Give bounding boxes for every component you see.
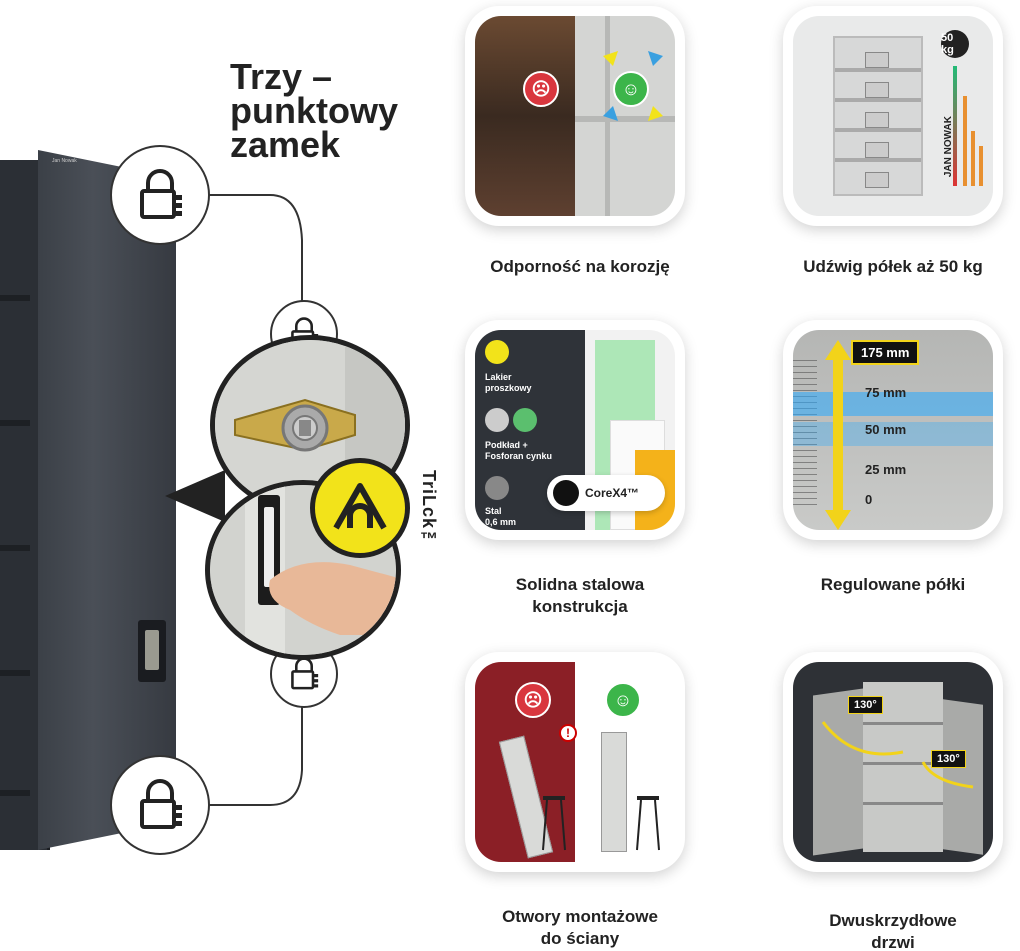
primer-icon (485, 408, 509, 432)
sad-face-icon: ☹ (515, 682, 551, 718)
load-bar (979, 146, 983, 186)
feature-card-load: 50 kg JAN NOWAK (783, 6, 1003, 226)
warning-icon: ! (559, 724, 577, 742)
cabinet-shelf (0, 420, 30, 426)
padlock-icon (140, 779, 182, 829)
angle-tag: 130° (848, 696, 883, 714)
load-bar (971, 131, 975, 186)
rusty-cabinet-side (475, 16, 575, 216)
caption-shelves: Regulowane półki (820, 575, 966, 594)
cabinet-shelf (0, 545, 30, 551)
cabinet-door: Jan Nowak (38, 150, 176, 850)
feature-card-doors: 130° 130° (783, 652, 1003, 872)
spray-icon (485, 340, 509, 364)
corex-badge: CoreX4™ (547, 475, 665, 511)
cabinet-with-weights (833, 36, 923, 196)
label-paint: Lakier proszkowy (485, 372, 532, 393)
happy-face-icon: ☺ (605, 682, 641, 718)
padlock-icon (291, 657, 319, 690)
shelf-height-band (793, 392, 993, 416)
stool-icon (542, 796, 566, 851)
corex-icon (553, 480, 579, 506)
stool-icon (636, 796, 660, 851)
feature-card-construction: Lakier proszkowy Podkład + Fosforan cynk… (465, 320, 685, 540)
steel-icon (485, 476, 509, 500)
height-label: 75 mm (865, 385, 907, 400)
stable-cabinet (601, 732, 627, 852)
weight-icon (865, 82, 889, 98)
label-steel: Stal 0,6 mm (485, 506, 517, 527)
happy-face-icon: ☺ (613, 71, 649, 107)
shelf-height-band (793, 422, 993, 446)
cabinet-shelf (0, 790, 30, 796)
cabinet-brand: Jan Nowak (52, 158, 77, 164)
lock-connector-line (170, 194, 303, 806)
sad-face-icon: ☹ (523, 71, 559, 107)
caption-doors: Dwuskrzydłowe drzwi (829, 911, 957, 951)
height-label: 50 mm (865, 422, 907, 437)
load-bar (963, 96, 967, 186)
trilock-badge (310, 458, 410, 558)
cabinet-lock-handle (138, 620, 166, 682)
lock-title: Trzy – punktowy zamek (230, 56, 420, 165)
swing-arrows-icon (821, 721, 974, 789)
callout-pointer (165, 470, 225, 522)
label-primer: Podkład + Fosforan cynku (485, 440, 553, 461)
weight-icon (865, 52, 889, 68)
title-line: punktowy (230, 90, 398, 131)
load-bar (953, 66, 957, 186)
caption-construction: Solidna stalowa konstrukcja (515, 575, 645, 616)
height-arrow-icon (825, 340, 851, 530)
caption-load: Udźwig półek aż 50 kg (803, 257, 983, 276)
brand-vertical: JAN NOWAK (943, 116, 954, 178)
corex-label: CoreX4™ (585, 486, 640, 500)
open-cabinet (863, 682, 943, 852)
trilock-label: TriLck™ (419, 470, 439, 551)
angle-tag: 130° (931, 750, 966, 768)
height-label: 0 (865, 492, 873, 507)
lock-point-top (110, 145, 210, 245)
caption-wallmount: Otwory montażowe do ściany (502, 907, 658, 948)
lock-point-bottom (110, 755, 210, 855)
weight-icon (865, 142, 889, 158)
feature-card-corrosion: ☹ ☺ (465, 6, 685, 226)
weight-icon (865, 112, 889, 128)
ruler (793, 360, 817, 510)
zinc-icon (513, 408, 537, 432)
feature-card-shelves: 175 mm 75 mm 50 mm 25 mm 0 (783, 320, 1003, 540)
title-line: zamek (230, 124, 341, 165)
height-tag: 175 mm (851, 340, 920, 365)
weight-icon (865, 172, 889, 188)
cabinet-shelf (0, 295, 30, 301)
kg-badge: 50 kg (941, 30, 969, 58)
caption-corrosion: Odporność na korozję (490, 257, 670, 276)
title-line: Trzy – (230, 56, 333, 97)
height-label: 25 mm (865, 462, 907, 477)
feature-card-wallmount: ☹ ☺ ! (465, 652, 685, 872)
cabinet-illustration: Jan Nowak (0, 150, 190, 850)
trilock-logo-icon (333, 483, 387, 530)
cabinet-shelf (0, 670, 30, 676)
padlock-icon (140, 169, 182, 219)
arrows-cycle-icon (603, 51, 663, 121)
